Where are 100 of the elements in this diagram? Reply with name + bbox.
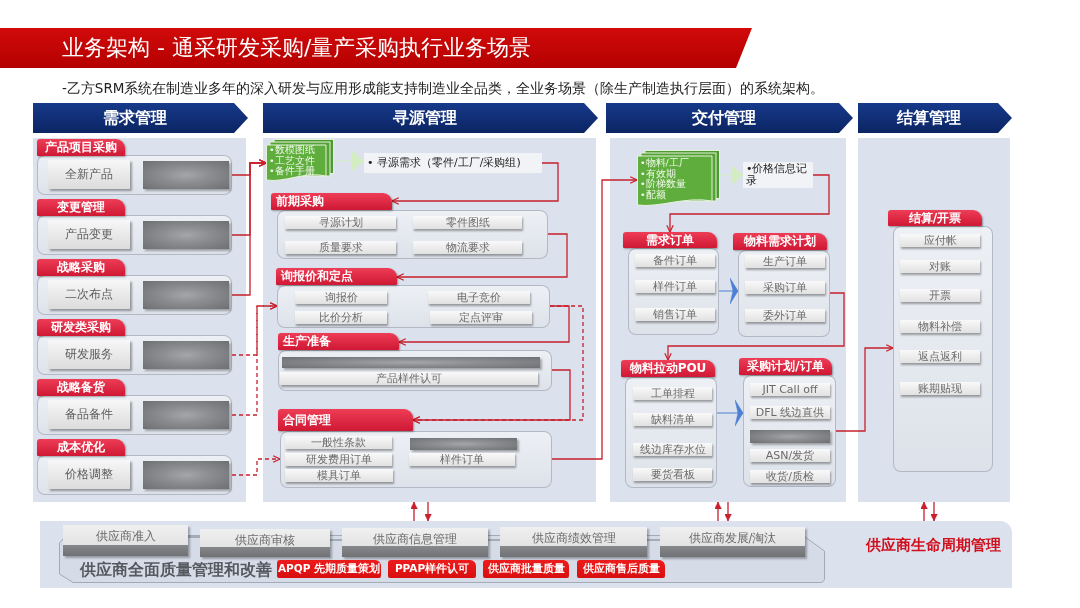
band-title: 供应商生命周期管理 (866, 537, 1001, 554)
subtitle-text: -乙方SRM系统在制造业多年的深入研发与应用形成能支持制造业全品类，全业务场景（除生产制造执行层面）的系统架构。 (62, 79, 825, 97)
bullet-item: •物料/工厂 (640, 158, 690, 168)
arrow (424, 501, 432, 522)
item-bar: 电子竞价 (428, 291, 530, 304)
blurred-bar (750, 430, 830, 443)
group-container (277, 285, 550, 328)
tag-label: PPAP样件认可 (388, 560, 476, 578)
chevron-arrow (718, 277, 739, 305)
item-bar: 物料补偿 (900, 320, 980, 333)
note-box: • 寻源需求（零件/工厂/采购组) (364, 153, 542, 173)
tag-label: 采购计划/订单 (739, 358, 832, 375)
item-bar: 应付帐 (900, 234, 980, 247)
blurred-box (143, 461, 229, 489)
chevron-arrow (716, 399, 744, 427)
item-bar: 缺料清单 (633, 413, 712, 426)
arrow (231, 302, 278, 416)
blurred-box (143, 341, 229, 369)
process-box: 研发服务 (48, 340, 130, 369)
blurred-bar (410, 438, 517, 450)
arrow (714, 501, 722, 522)
chevron-arrow (333, 150, 365, 172)
arrow (664, 292, 845, 361)
process-step: 供应商信息管理 (342, 528, 488, 557)
process-box: 价格调整 (48, 460, 130, 489)
group-container (743, 375, 836, 487)
item-bar: 零件图纸 (413, 216, 522, 229)
lifecycle-band (40, 521, 1012, 588)
item-bar: 比价分析 (295, 311, 387, 324)
item-bar: 研发费用订单 (285, 453, 392, 466)
item-bar: 对账 (900, 260, 980, 273)
arrow (391, 162, 559, 205)
tag-label: 变更管理 (37, 199, 125, 216)
arrow (231, 159, 267, 296)
tag-label: 研发类采购 (37, 319, 125, 336)
tag-label: 成本优化 (37, 439, 125, 456)
title-banner: 业务架构 - 通采研发采购/量产采购执行业务场景 (0, 28, 752, 68)
arrow (231, 302, 278, 356)
group-container (278, 350, 552, 391)
group-container (280, 431, 552, 488)
tag-label: 合同管理 (278, 409, 413, 431)
column-panel (610, 138, 846, 502)
arrow (666, 174, 830, 233)
tag-label: APQP 先期质量策划 (277, 560, 381, 578)
column-panel (858, 138, 1010, 502)
item-bar: 质量要求 (285, 241, 396, 254)
phase-header: 需求管理 (33, 103, 248, 133)
group-container (37, 455, 232, 495)
column-panel (263, 138, 596, 502)
tag-label: 物料需求计划 (733, 233, 827, 250)
group-container (37, 155, 232, 195)
arrow (724, 501, 732, 522)
process-box: 全新产品 (48, 160, 130, 189)
arrow (396, 233, 568, 281)
bullet-item: •配额 (640, 189, 666, 200)
tag-label: 需求订单 (623, 232, 717, 248)
group-container (625, 377, 717, 488)
group-container (37, 215, 232, 255)
item-bar: 工单排程 (633, 387, 712, 400)
arrow (412, 369, 571, 424)
connector-line (646, 539, 661, 541)
arrow (231, 455, 281, 476)
process-box: 备品备件 (48, 400, 130, 429)
item-bar: 样件订单 (409, 453, 515, 466)
item-bar: 收货/质检 (750, 470, 830, 483)
tag-label: 战略采购 (37, 259, 125, 276)
arrow (835, 344, 894, 432)
column-panel (33, 138, 246, 502)
bullet-item: •工艺文件 (269, 155, 316, 167)
blurred-bar (282, 357, 540, 368)
item-bar: ASN/发货 (750, 449, 830, 462)
tag-label: 前期采购 (271, 193, 392, 210)
item-bar: 备件订单 (635, 254, 715, 267)
tag-label: 询报价和定点 (276, 268, 397, 285)
item-bar: 一般性条款 (285, 436, 392, 449)
item-bar: 寻源计划 (285, 216, 396, 229)
item-bar: 样件订单 (635, 280, 715, 293)
item-bar: 委外订单 (745, 309, 825, 322)
phase-header: 结算管理 (858, 103, 1012, 133)
blurred-box (143, 221, 229, 249)
item-bar: 生产订单 (745, 255, 825, 268)
item-bar: 模具订单 (285, 469, 393, 482)
item-bar: 采购订单 (745, 281, 825, 294)
item-bar: 定点评审 (430, 311, 532, 324)
item-bar: 产品样件认可 (280, 372, 538, 385)
bullet-item: •数模图纸 (269, 145, 316, 156)
group-container (277, 210, 548, 259)
document-stack (637, 150, 720, 208)
group-container (738, 250, 830, 337)
connector-line (329, 539, 343, 541)
bullet-item: •阶梯数量 (640, 179, 687, 190)
container-title: 供应商全面质量管理和改善 (80, 562, 272, 579)
process-box: 二次布点 (48, 280, 130, 309)
tag-label: 物料拉动POU (621, 360, 715, 377)
item-bar: 开票 (900, 289, 980, 302)
group-container (893, 226, 993, 472)
process-step: 供应商发展/淘汰 (660, 527, 805, 557)
item-bar: JIT Call off (750, 383, 830, 396)
tag-label: 产品项目采购 (37, 139, 125, 156)
arrow (551, 176, 638, 460)
